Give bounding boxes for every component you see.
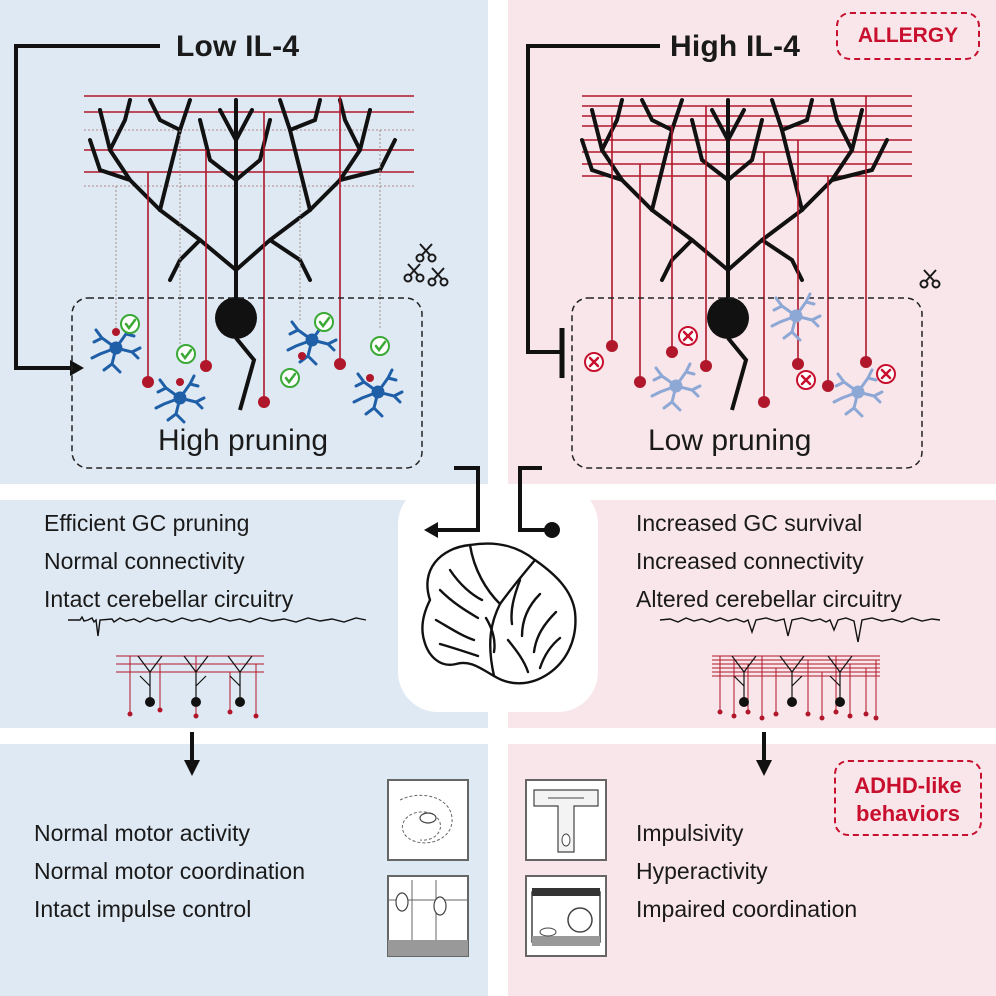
- left-purkinje-soma: [215, 297, 257, 339]
- right-mid-line-2: Increased connectivity: [636, 548, 864, 574]
- adhd-badge: ADHD-like behaviors: [834, 760, 982, 836]
- running-wheel-icon: [525, 875, 607, 957]
- open-field-icon: [387, 779, 469, 861]
- left-mini-circuit: [116, 655, 264, 719]
- left-purkinje-dendrites: [88, 98, 397, 302]
- right-mid-line-1: Increased GC survival: [636, 510, 863, 536]
- right-down-arrow: [756, 732, 772, 776]
- left-granule-cells: [142, 358, 346, 408]
- right-bottom-line-1: Impulsivity: [636, 820, 744, 846]
- left-purkinje-axon: [234, 336, 257, 411]
- left-bottom-line-3: Intact impulse control: [34, 896, 252, 922]
- left-mid-line-1: Efficient GC pruning: [44, 510, 250, 536]
- left-feedback-arrow: [14, 44, 160, 376]
- right-purkinje-dendrites: [580, 98, 889, 302]
- right-granule-cells: [606, 340, 872, 408]
- cerebellum-outline: [421, 542, 577, 685]
- top-left-panel: [0, 0, 488, 484]
- top-right-panel: [508, 0, 996, 484]
- left-bottom-line-2: Normal motor coordination: [34, 858, 306, 884]
- right-mid-line-3: Altered cerebellar circuitry: [636, 586, 902, 612]
- left-pruned-fibers: [84, 129, 414, 187]
- allergy-badge: ALLERGY: [836, 12, 980, 60]
- t-maze-icon: [525, 779, 607, 861]
- left-mid-line-3: Intact cerebellar circuitry: [44, 586, 294, 612]
- left-ephys-trace: [68, 615, 367, 637]
- adhd-badge-line-1: ADHD-like: [854, 773, 962, 798]
- left-mid-line-2: Normal connectivity: [44, 548, 245, 574]
- cerebellum-background: [398, 484, 598, 712]
- left-scissors-icons: [403, 243, 449, 287]
- left-pruning-box: [71, 297, 423, 469]
- left-engulfed-synapses: [112, 328, 374, 386]
- allergy-badge-label: ALLERGY: [857, 24, 959, 47]
- right-bottom-line-3: Impaired coordination: [636, 896, 858, 922]
- center-connector-left-arrow: [424, 466, 480, 538]
- low-pruning-label: Low pruning: [648, 424, 812, 457]
- right-mini-circuit: [712, 655, 880, 721]
- right-bottom-line-2: Hyperactivity: [636, 858, 768, 884]
- right-scissors-icon: [919, 269, 941, 289]
- right-granule-axons: [611, 96, 867, 400]
- high-il4-title: High IL-4: [670, 30, 801, 63]
- right-ephys-trace: [659, 617, 941, 643]
- left-bottom-line-1: Normal motor activity: [34, 820, 250, 846]
- left-granule-axons: [147, 96, 341, 400]
- center-connector-right-inhibit: [518, 466, 560, 538]
- right-pruning-box: [571, 297, 923, 469]
- high-pruning-label: High pruning: [158, 424, 329, 457]
- left-pruned-axons: [115, 130, 381, 350]
- right-purkinje-axon: [726, 336, 749, 411]
- right-inhibition-line: [526, 44, 660, 378]
- low-il4-title: Low IL-4: [176, 30, 300, 63]
- adhd-badge-line-2: behaviors: [856, 801, 960, 826]
- right-purkinje-soma: [707, 297, 749, 339]
- ladder-test-icon: [387, 875, 469, 957]
- left-down-arrow: [184, 732, 200, 776]
